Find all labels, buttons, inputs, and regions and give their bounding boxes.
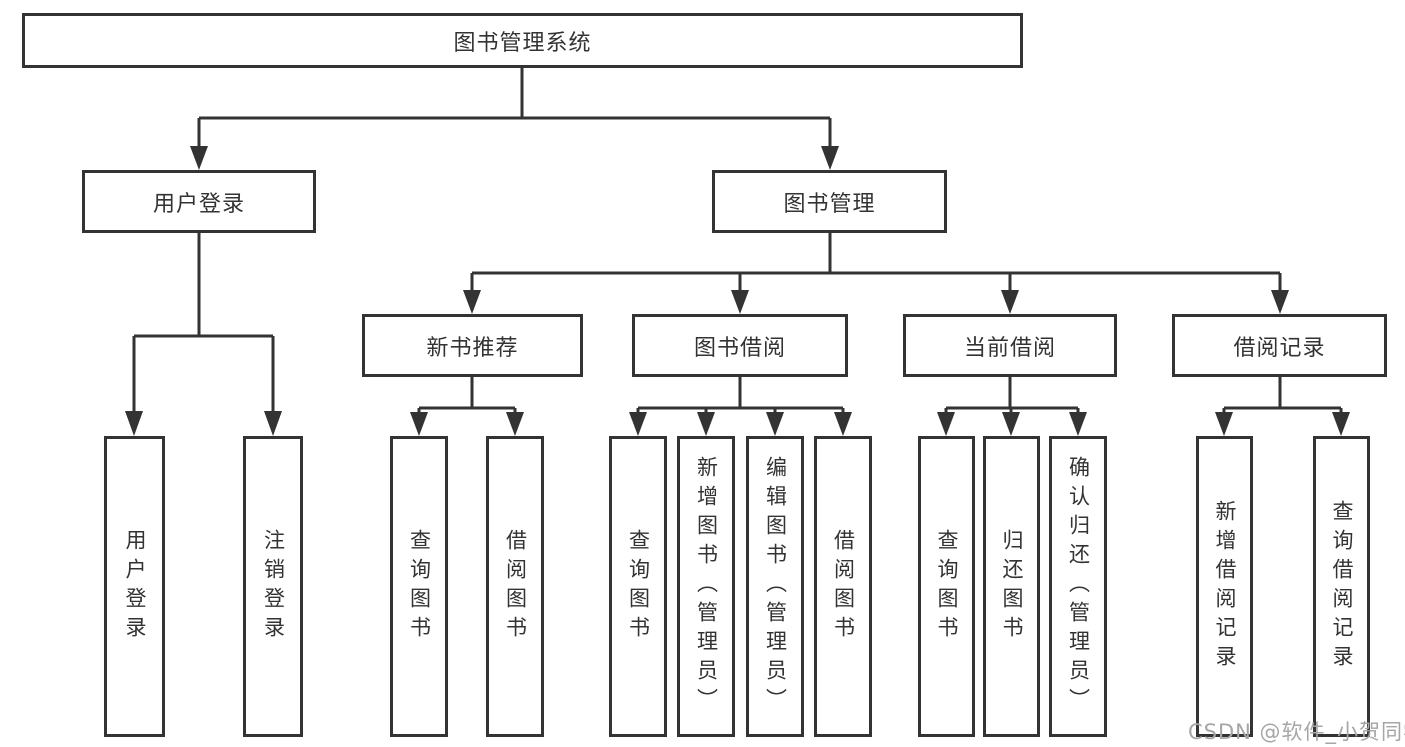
leaf-borrow-books-2-label: 借阅图书: [831, 528, 856, 645]
arrowhead-icon: [190, 146, 208, 170]
arrowhead-icon: [125, 411, 143, 436]
arrowhead-icon: [1001, 290, 1019, 314]
arrowhead-icon: [937, 412, 955, 436]
leaf-borrow-books-1: 借阅图书: [486, 436, 544, 737]
node-borrow-records: 借阅记录: [1172, 314, 1387, 377]
node-current-borrow-label: 当前借阅: [963, 335, 1056, 361]
node-new-book-rec-label: 新书推荐: [426, 335, 519, 361]
leaf-add-borrow-record: 新增借阅记录: [1196, 436, 1253, 737]
node-current-borrow: 当前借阅: [903, 314, 1117, 377]
connector-current-borrow-children: [937, 377, 1087, 436]
connector-root-to-level2: [190, 68, 839, 170]
leaf-return-books: 归还图书: [983, 436, 1040, 737]
arrowhead-icon: [264, 411, 282, 436]
arrowhead-icon: [506, 412, 524, 436]
arrowhead-icon: [1271, 290, 1289, 314]
leaf-query-books-2: 查询图书: [609, 436, 667, 737]
leaf-user-login-label: 用户登录: [123, 528, 147, 645]
arrowhead-icon: [766, 412, 784, 436]
connector-user-login-children: [125, 233, 282, 436]
leaf-query-books-3-label: 查询图书: [935, 528, 959, 645]
node-user-login: 用户登录: [82, 170, 316, 233]
arrowhead-icon: [834, 412, 852, 436]
leaf-edit-books-admin: 编辑图书（管理员）: [746, 436, 804, 737]
leaf-query-books-1: 查询图书: [390, 436, 448, 737]
leaf-query-books-3: 查询图书: [918, 436, 975, 737]
node-user-login-label: 用户登录: [152, 191, 245, 217]
node-new-book-rec: 新书推荐: [362, 314, 583, 377]
arrowhead-icon: [629, 412, 647, 436]
connector-book-mgmt-to-level3: [463, 233, 1289, 314]
leaf-add-books-admin-label: 新增图书（管理员）: [694, 456, 719, 717]
leaf-query-books-1-label: 查询图书: [407, 528, 432, 645]
node-book-borrow: 图书借阅: [632, 314, 848, 377]
node-book-mgmt: 图书管理: [712, 170, 947, 233]
arrowhead-icon: [697, 412, 715, 436]
leaf-query-borrow-record: 查询借阅记录: [1313, 436, 1370, 737]
arrowhead-icon: [1332, 412, 1350, 436]
arrowhead-icon: [1069, 412, 1087, 436]
connector-borrow-records-children: [1215, 377, 1350, 436]
leaf-borrow-books-1-label: 借阅图书: [503, 528, 528, 645]
connector-new-book-rec-children: [410, 377, 524, 436]
connector-book-borrow-children: [629, 377, 852, 436]
leaf-confirm-return-admin-label: 确认归还（管理员）: [1066, 456, 1091, 717]
node-book-borrow-label: 图书借阅: [693, 335, 786, 361]
leaf-user-login: 用户登录: [104, 436, 165, 737]
node-root: 图书管理系统: [22, 13, 1023, 68]
leaf-logout-label: 注销登录: [261, 528, 286, 645]
leaf-add-books-admin: 新增图书（管理员）: [677, 436, 735, 737]
arrowhead-icon: [1002, 412, 1020, 436]
arrowhead-icon: [410, 412, 428, 436]
leaf-query-borrow-record-label: 查询借阅记录: [1330, 499, 1354, 674]
leaf-confirm-return-admin: 确认归还（管理员）: [1049, 436, 1107, 737]
node-book-mgmt-label: 图书管理: [783, 191, 876, 217]
csdn-watermark: CSDN @软件_小贺同学: [1188, 720, 1405, 744]
leaf-add-borrow-record-label: 新增借阅记录: [1213, 499, 1237, 674]
arrowhead-icon: [821, 146, 839, 170]
node-root-label: 图书管理系统: [453, 30, 592, 56]
arrowhead-icon: [463, 290, 481, 314]
leaf-return-books-label: 归还图书: [1000, 528, 1024, 645]
leaf-borrow-books-2: 借阅图书: [814, 436, 872, 737]
arrowhead-icon: [1215, 412, 1233, 436]
leaf-edit-books-admin-label: 编辑图书（管理员）: [763, 456, 788, 717]
leaf-query-books-2-label: 查询图书: [626, 528, 651, 645]
arrowhead-icon: [731, 290, 749, 314]
node-borrow-records-label: 借阅记录: [1233, 335, 1326, 361]
leaf-logout: 注销登录: [243, 436, 303, 737]
